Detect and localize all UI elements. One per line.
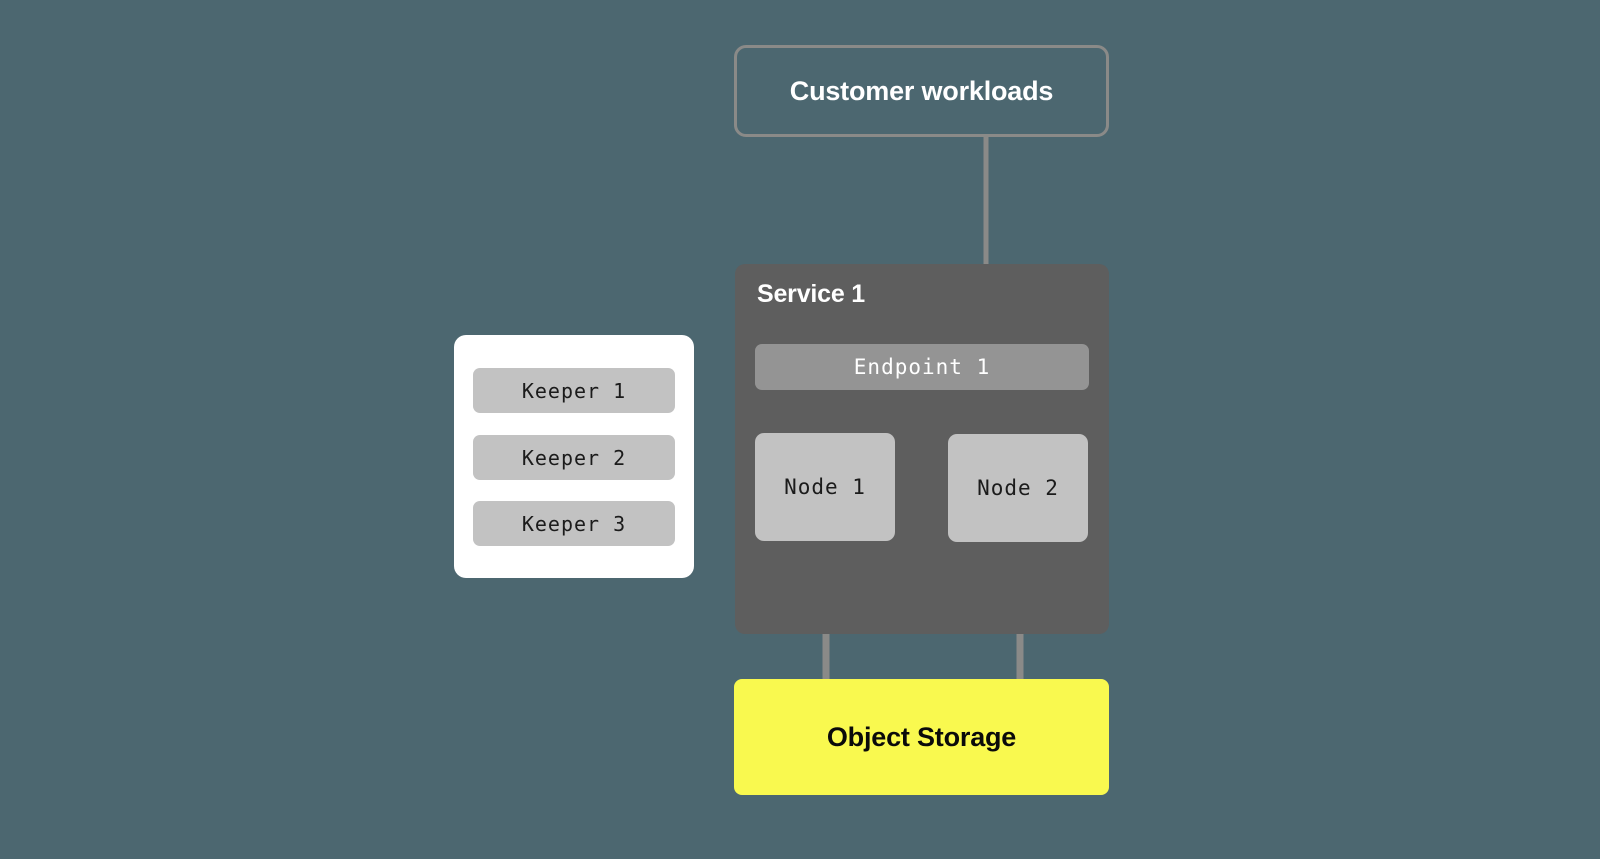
service-1-title: Service 1: [757, 280, 866, 308]
object-storage-box[interactable]: Object Storage: [734, 679, 1109, 795]
endpoint-1-box[interactable]: Endpoint 1: [755, 344, 1089, 390]
keeper-1-label: Keeper 1: [521, 378, 627, 403]
keeper-3-label: Keeper 3: [521, 511, 627, 536]
node-2-label: Node 2: [977, 476, 1059, 500]
customer-workloads-box[interactable]: Customer workloads: [734, 45, 1109, 137]
object-storage-label: Object Storage: [826, 721, 1017, 752]
keeper-1-box[interactable]: Keeper 1: [473, 368, 675, 413]
keeper-2-label: Keeper 2: [521, 445, 627, 470]
node-1-box[interactable]: Node 1: [755, 433, 895, 541]
keeper-2-box[interactable]: Keeper 2: [473, 435, 675, 480]
customer-workloads-label: Customer workloads: [789, 75, 1054, 106]
keepers-panel: Keeper 1 Keeper 2 Keeper 3: [454, 335, 694, 578]
endpoint-1-label: Endpoint 1: [853, 355, 991, 379]
node-1-label: Node 1: [784, 475, 866, 499]
keeper-3-box[interactable]: Keeper 3: [473, 501, 675, 546]
node-2-box[interactable]: Node 2: [948, 434, 1088, 542]
